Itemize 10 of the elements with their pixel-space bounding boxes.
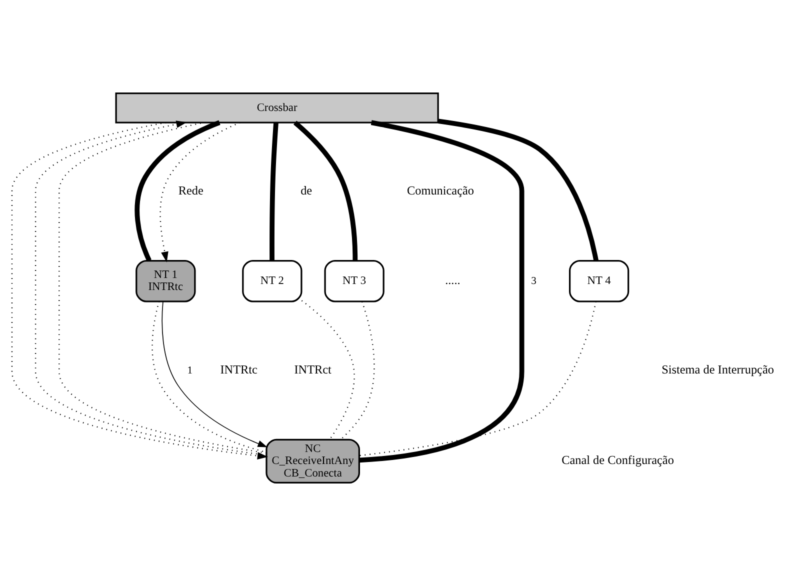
label: Canal de Configuração <box>562 452 674 467</box>
label: de <box>300 182 312 197</box>
label: ..... <box>445 272 460 286</box>
label: INTRtc <box>220 362 258 376</box>
edge-label: 3 <box>531 275 536 286</box>
label: INTRct <box>294 362 332 376</box>
label: Sistema de Interrupção <box>662 362 774 376</box>
edge-label: 1 <box>187 364 192 376</box>
label: Rede <box>178 182 204 197</box>
label: Comunicação <box>406 182 474 197</box>
